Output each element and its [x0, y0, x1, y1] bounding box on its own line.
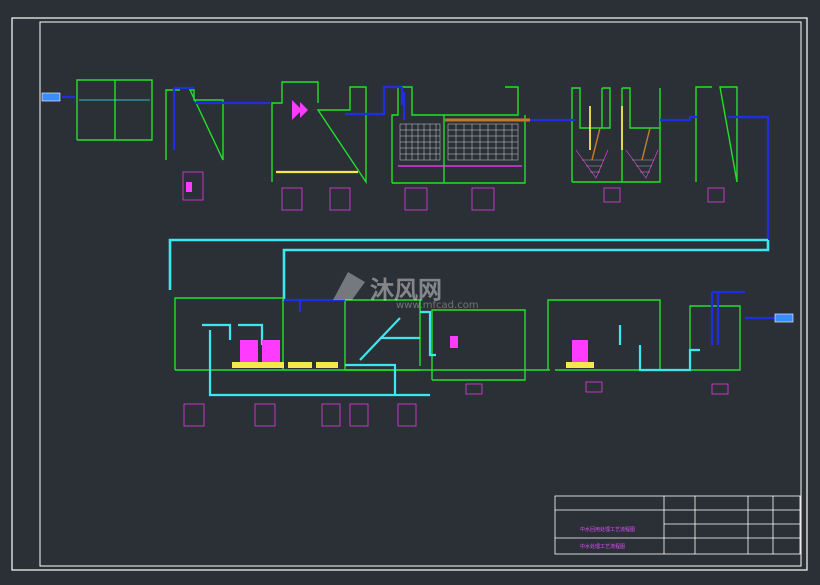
pump-base-1 — [232, 362, 284, 368]
blue-inlet-top — [284, 298, 345, 312]
top-row-labels — [182, 171, 725, 211]
sludge-pipes-hopper — [591, 127, 651, 161]
pump-1 — [240, 340, 258, 362]
watermark-logo — [333, 272, 365, 300]
inner-frame — [39, 21, 802, 567]
reuse-tank — [547, 299, 661, 370]
title-drawing-subtitle: 中水处理工艺流程图 — [580, 543, 625, 550]
blue-pipes-top — [62, 85, 770, 240]
top-row-units — [76, 79, 738, 185]
yellow-feed-lines — [589, 106, 623, 150]
sludge-hoppers — [575, 149, 659, 179]
cyan-to-disinfection — [420, 310, 436, 357]
bio-media-fill — [399, 123, 519, 161]
title-drawing-name: 中水回用处理工艺流程图 — [580, 526, 635, 533]
watermark-url: www.mfcad.com — [396, 300, 479, 311]
cyan-reuse-outlet — [638, 345, 700, 372]
connector-pipes — [168, 115, 770, 300]
collection-pit — [165, 89, 224, 161]
watermark: 沐风网 www.mfcad.com — [333, 272, 479, 311]
clear-water-tank-1 — [174, 297, 284, 370]
sedimentation-to-intermediate — [660, 115, 697, 122]
tank-base-2 — [316, 362, 338, 368]
title-block — [554, 495, 801, 555]
cyan-backwash — [359, 317, 420, 361]
dosing-room — [283, 299, 346, 370]
tank-base-1 — [288, 362, 312, 368]
regulating-tank — [271, 81, 367, 185]
grille-well — [76, 79, 153, 141]
reuse-base — [566, 362, 594, 368]
pumps — [186, 182, 588, 362]
bottom-row-labels — [183, 381, 729, 427]
cyan-main-return — [282, 240, 770, 300]
sedimentation-tanks — [571, 87, 661, 183]
regulating-to-bio — [345, 85, 404, 116]
yellow-bases — [232, 362, 594, 368]
disinfection-tank — [431, 309, 526, 381]
cyan-upper-run — [168, 238, 768, 290]
pit-pump — [186, 182, 192, 192]
cyan-pump-header — [202, 323, 264, 345]
outer-frame — [11, 17, 808, 571]
watermark-brand: 沐风网 — [370, 276, 442, 304]
bio-oxidation-tank — [391, 86, 526, 184]
intermediate-outflow — [728, 115, 770, 240]
cyan-lower-loop — [208, 330, 430, 397]
pit-riser — [172, 86, 194, 150]
blue-outlet-riser — [710, 290, 745, 345]
pump-2 — [262, 340, 280, 362]
outlet-pump-well — [689, 305, 741, 371]
hopper-hatch — [582, 159, 654, 173]
bottom-cyan-pipes — [202, 310, 700, 397]
intermediate-tank — [695, 86, 738, 183]
reuse-pump — [572, 340, 588, 362]
disinfection-dosing — [450, 336, 458, 348]
inlet-tag — [41, 92, 61, 102]
bottom-blue-pipes — [284, 290, 775, 345]
outlet-tag — [774, 313, 794, 323]
cyan-filter-link — [345, 363, 397, 395]
lift-pump-icon — [292, 100, 308, 120]
